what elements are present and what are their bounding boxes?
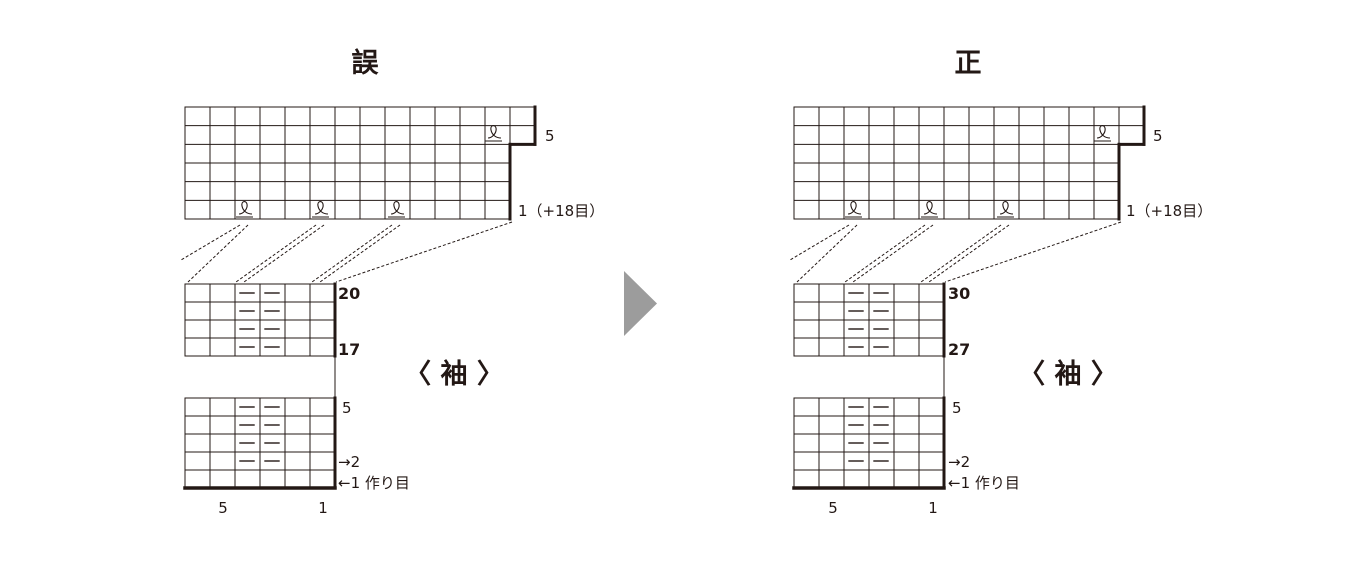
twisted-increase-symbol — [997, 201, 1014, 218]
dashed-connector — [187, 224, 249, 283]
dashed-connector — [920, 224, 1002, 283]
upper-bottom-row-number: 27 — [948, 340, 970, 359]
row-label-5: 5 — [1153, 127, 1163, 145]
cast-on-label: ←1 作り目 — [948, 474, 1020, 492]
lower-row-label-5: 5 — [952, 399, 962, 417]
loop-stroke — [314, 201, 329, 215]
dashed-connector — [319, 224, 401, 283]
dashed-connector — [852, 224, 934, 283]
loop-stroke — [238, 201, 253, 215]
dashed-connector — [928, 224, 1010, 283]
sleeve-upper-chart — [793, 282, 946, 397]
dashed-connector — [243, 224, 325, 283]
loop-stroke — [847, 201, 862, 215]
panel-title: 正 — [955, 48, 982, 79]
sleeve-lower-chart — [792, 396, 946, 490]
row-label-2: →2 — [948, 453, 970, 471]
loop-stroke — [999, 201, 1014, 215]
loop-stroke — [487, 125, 502, 139]
twisted-increase-symbol — [921, 201, 938, 218]
dashed-connector — [335, 221, 513, 283]
stitch-label-1: 1 — [318, 499, 328, 517]
row-label-2: →2 — [338, 453, 360, 471]
dashed-connector — [311, 224, 393, 283]
dashed-connector — [235, 224, 317, 283]
twisted-increase-symbol — [236, 201, 253, 218]
stitch-label-5: 5 — [218, 499, 228, 517]
row-label-1: 1（+18目） — [1126, 202, 1212, 220]
sleeve-lower-chart — [183, 396, 337, 490]
yoke-chart — [793, 105, 1146, 221]
correct-panel: 正 5 1（+18目） 30 27 〈 袖 〉 5 →2 ←1 作り目 5 1 — [789, 48, 1212, 517]
dashed-connector — [944, 221, 1122, 283]
loop-stroke — [923, 201, 938, 215]
loop-stroke — [1096, 125, 1111, 139]
stitch-label-1: 1 — [928, 499, 938, 517]
dashed-connector — [180, 224, 241, 261]
row-label-5: 5 — [545, 127, 555, 145]
sleeve-upper-chart — [184, 282, 337, 397]
connector-lines — [789, 221, 1122, 283]
connector-lines — [180, 221, 513, 283]
lower-row-label-5: 5 — [342, 399, 352, 417]
yoke-chart — [184, 105, 537, 221]
dashed-connector — [844, 224, 926, 283]
upper-bottom-row-number: 17 — [338, 340, 360, 359]
upper-top-row-number: 30 — [948, 284, 970, 303]
twisted-increase-symbol — [1094, 125, 1111, 142]
wrong-panel: 誤 5 1（+18目） 20 17 〈 袖 〉 5 →2 ←1 作り目 5 1 — [180, 47, 604, 517]
row-label-1: 1（+18目） — [518, 202, 604, 220]
dashed-connector — [789, 224, 850, 261]
sleeve-label: 〈 袖 〉 — [1018, 359, 1118, 390]
panel-title: 誤 — [352, 47, 379, 79]
upper-top-row-number: 20 — [338, 284, 360, 303]
twisted-increase-symbol — [845, 201, 862, 218]
dashed-connector — [796, 224, 858, 283]
right-arrow — [624, 271, 657, 336]
twisted-increase-symbol — [485, 125, 502, 142]
twisted-increase-symbol — [388, 201, 405, 218]
loop-stroke — [390, 201, 405, 215]
stitch-label-5: 5 — [828, 499, 838, 517]
twisted-increase-symbol — [312, 201, 329, 218]
sleeve-label: 〈 袖 〉 — [404, 359, 504, 390]
cast-on-label: ←1 作り目 — [338, 474, 410, 492]
